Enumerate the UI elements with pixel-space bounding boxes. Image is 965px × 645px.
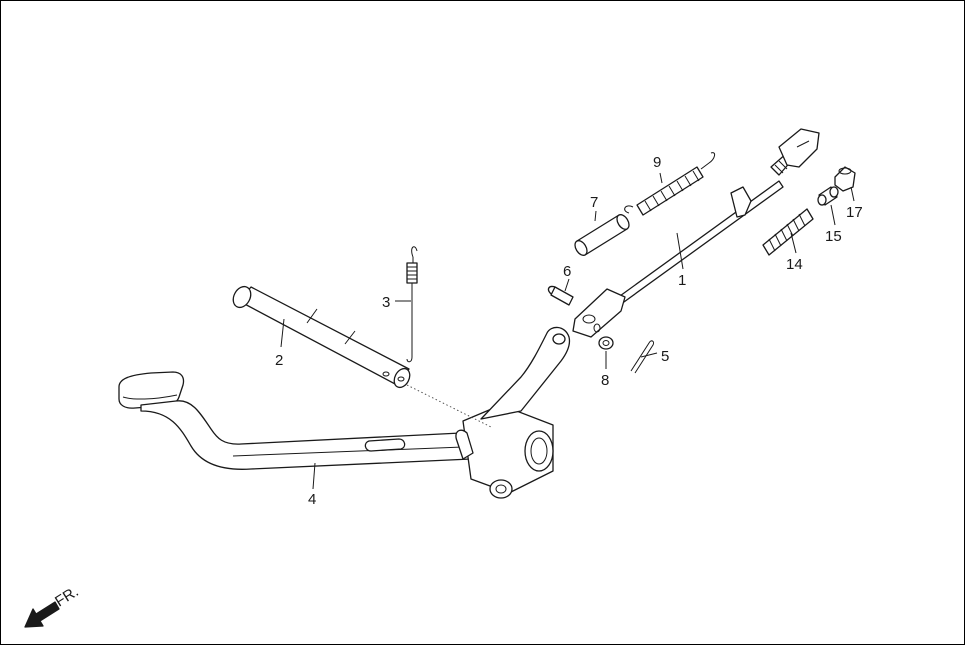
callout-labels: 1 2 3 4 5 6 7 8 9 14 15 17 — [275, 154, 863, 508]
collar-sleeve — [574, 214, 630, 256]
clevis-pin — [547, 285, 574, 306]
tension-spring — [624, 152, 716, 216]
callout-17: 17 — [846, 204, 863, 221]
washer — [598, 336, 614, 350]
pivot-shaft — [232, 285, 411, 389]
callout-1: 1 — [678, 272, 686, 289]
callout-15: 15 — [825, 228, 842, 245]
front-arrow-icon — [24, 601, 60, 628]
adjusting-nut — [817, 186, 839, 206]
callout-8: 8 — [601, 372, 609, 389]
callout-7: 7 — [590, 194, 598, 211]
leader-lines — [280, 172, 855, 490]
callout-3: 3 — [382, 294, 390, 311]
brake-rod — [572, 128, 820, 338]
cotter-pin — [630, 340, 654, 374]
brake-pedal-arm — [118, 326, 571, 499]
callout-6: 6 — [563, 263, 571, 280]
return-spring — [406, 246, 418, 363]
front-direction-indicator: FR. — [24, 583, 82, 628]
callout-9: 9 — [653, 154, 661, 171]
callout-2: 2 — [275, 352, 283, 369]
compression-spring — [762, 208, 814, 256]
callout-5: 5 — [661, 348, 669, 365]
callout-4: 4 — [308, 491, 316, 508]
joint-nut — [834, 166, 856, 192]
callout-14: 14 — [786, 256, 803, 273]
